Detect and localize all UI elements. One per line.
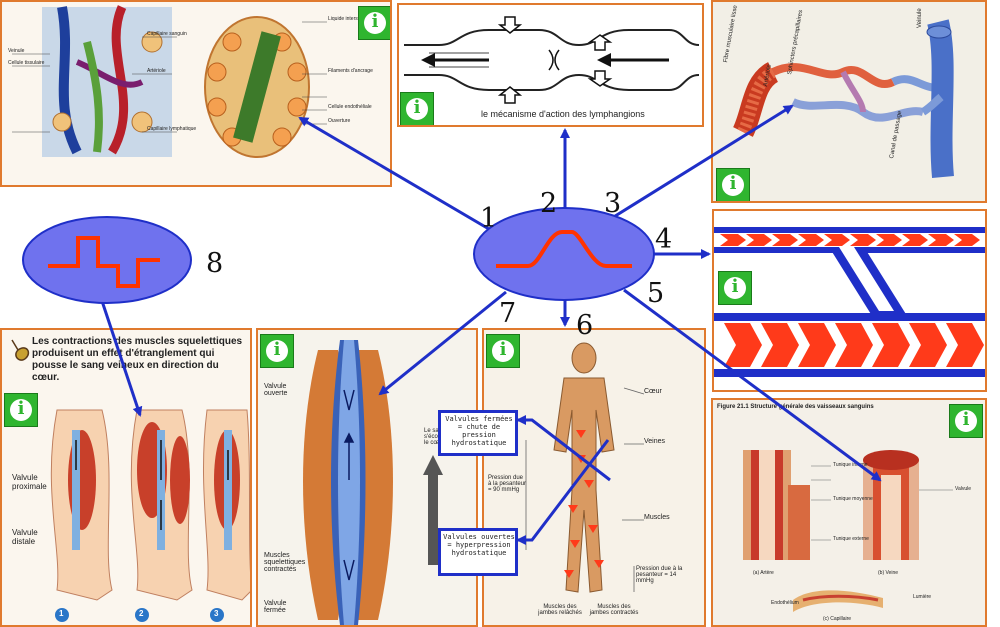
- label-tunique-externe: Tunique externe: [833, 536, 869, 542]
- number-2: 2: [540, 188, 558, 219]
- label-arteriole: Artériole: [147, 68, 166, 74]
- label-coeur: Cœur: [644, 388, 662, 395]
- label-tunique-moyenne: Tunique moyenne: [833, 496, 873, 502]
- info-icon[interactable]: i: [358, 6, 390, 40]
- label-arterie: (a) Artère: [753, 570, 774, 576]
- leg-pump-header: Les contractions des muscles squelettiqu…: [32, 336, 243, 383]
- panel-microcirculation: Fibre musculaire lisse Sphincters précap…: [711, 0, 987, 203]
- flow-chevron-bottom: [946, 323, 984, 367]
- step-1-label: 1: [59, 609, 64, 618]
- label-jambes-relachees: Muscles des jambes relâchés: [538, 604, 582, 616]
- flow-chevron-top: [746, 234, 772, 246]
- label-muscles: Muscles: [644, 514, 670, 521]
- panel-lymph-capillaries: Veinule Cellule tissulaire Artériole Cap…: [0, 0, 392, 187]
- number-7: 7: [499, 298, 517, 329]
- label-endothelium: Endothélium: [771, 600, 799, 606]
- panel-vessel-flow: i: [712, 209, 987, 392]
- label-ouverture: Ouverture: [328, 118, 351, 124]
- flow-chevron-top: [824, 234, 850, 246]
- central-node: [473, 207, 655, 301]
- number-5: 5: [647, 278, 665, 309]
- label-lumiere: Lumière: [913, 594, 932, 600]
- info-icon[interactable]: i: [716, 168, 750, 201]
- label-capillaire-sanguin: Capillaire sanguin: [147, 31, 187, 37]
- central-signal: [496, 230, 632, 268]
- panel-leg-pump: Les contractions des muscles squelettiqu…: [0, 328, 252, 627]
- step-2-label: 2: [139, 609, 144, 618]
- label-valvule-ouverte: Valvule ouverte: [264, 383, 288, 397]
- number-1: 1: [480, 203, 498, 234]
- label-liquide-interstitiel: Liquide interstitiel: [328, 16, 367, 22]
- left-node: [22, 216, 192, 304]
- number-8: 8: [206, 248, 224, 279]
- info-icon[interactable]: i: [949, 404, 983, 438]
- label-tunique-interne: Tunique interne: [833, 462, 868, 468]
- panel-body: Cœur Veines Muscles Pression due à la pe…: [482, 328, 706, 627]
- label-valvule-distale: Valvule distale: [12, 528, 38, 546]
- label-muscles-contractes: Muscles squelettiques contractés: [264, 552, 306, 573]
- info-icon[interactable]: i: [718, 271, 752, 305]
- label-valvule-proximale: Valvule proximale: [12, 473, 47, 491]
- left-signal: [48, 236, 160, 288]
- number-3: 3: [604, 188, 622, 219]
- label-veine: (b) Veine: [878, 570, 899, 576]
- info-icon[interactable]: i: [260, 334, 294, 368]
- number-6: 6: [576, 310, 594, 341]
- label-valvule-fermee: Valvule fermée: [264, 600, 287, 614]
- step-3-label: 3: [214, 609, 219, 618]
- flow-chevron-top: [720, 234, 746, 246]
- flow-chevron-top: [772, 234, 798, 246]
- label-cellule-tissulaire: Cellule tissulaire: [8, 60, 45, 66]
- flow-chevron-top: [798, 234, 824, 246]
- label-veinule: Veinule: [8, 48, 25, 54]
- label-pression-14: Pression due à la pesanteur = 14 mmHg: [636, 566, 683, 584]
- vessel-figure-title: Figure 21.1 Structure générale des vaiss…: [717, 404, 874, 410]
- label-veines: Veines: [644, 438, 666, 445]
- panel-vessel-structure: Figure 21.1 Structure générale des vaiss…: [711, 398, 987, 627]
- info-icon[interactable]: i: [4, 393, 38, 427]
- flow-chevron-top: [876, 234, 902, 246]
- info-icon[interactable]: i: [400, 92, 434, 125]
- label-cellule-endotheliale: Cellule endothéliale: [328, 104, 372, 110]
- flow-chevron-bottom: [909, 323, 947, 367]
- callout-valves-closed: Valvules fermées = chute de pression hyd…: [438, 410, 518, 456]
- label-pression-90: Pression due à la pesanteur = 90 mmHg: [488, 475, 527, 493]
- label-capillaire: (c) Capillaire: [823, 616, 852, 622]
- flow-chevron-top: [902, 234, 928, 246]
- label-valvule-structure: Valvule: [955, 486, 972, 492]
- info-icon[interactable]: i: [486, 334, 520, 368]
- label-capillaire-lymphatique: Capillaire lymphatique: [147, 126, 197, 132]
- label-jambes-contractees: Muscles des jambes contractés: [589, 604, 639, 616]
- panel-lymphangion: le mécanisme d'action des lymphangions i: [397, 3, 704, 127]
- number-4: 4: [655, 224, 673, 255]
- flow-chevron-top: [954, 234, 980, 246]
- label-filaments-ancrage: Filaments d'ancrage: [328, 68, 373, 74]
- lymphangion-caption: le mécanisme d'action des lymphangions: [481, 109, 645, 119]
- flow-chevron-top: [850, 234, 876, 246]
- callout-valves-open: Valvules ouvertes = hyperpression hydros…: [438, 528, 518, 576]
- flow-chevron-bottom: [872, 323, 910, 367]
- label-veinule-micro: Veinule: [917, 8, 923, 28]
- flow-chevron-top: [928, 234, 954, 246]
- panel-muscle-valve: Valvule ouverte Muscles squelettiques co…: [256, 328, 478, 627]
